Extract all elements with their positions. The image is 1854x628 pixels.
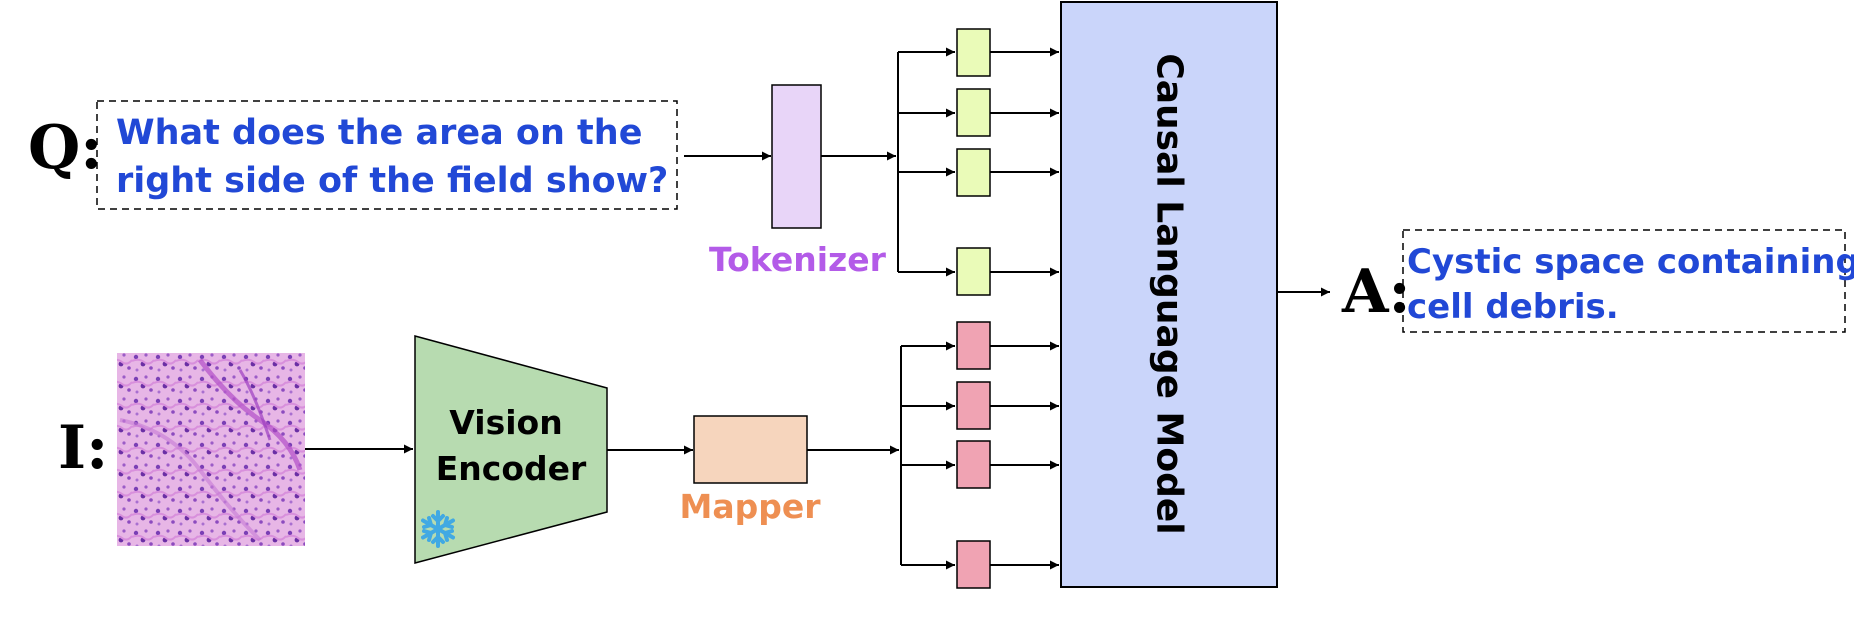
snowflake-icon [421, 510, 455, 548]
image-token [956, 440, 991, 489]
answer-line-1: Cystic space containing [1407, 242, 1854, 282]
vision-encoder-label-line-1: Vision [449, 403, 562, 442]
image-token [956, 321, 991, 370]
question-box [96, 100, 678, 210]
text-token [956, 28, 991, 77]
vision-encoder-block [414, 335, 608, 564]
text-token [956, 88, 991, 137]
image-token [956, 540, 991, 589]
text-token [956, 148, 991, 197]
causal-language-model-block [1060, 1, 1278, 588]
mapper-block [693, 415, 808, 484]
tokenizer-block [771, 84, 822, 229]
question-line-1: What does the area on the [116, 113, 642, 153]
histology-image [117, 353, 305, 546]
question-prefix: Q: [28, 113, 102, 183]
vision-encoder-label-line-2: Encoder [436, 449, 587, 488]
answer-box [1402, 229, 1846, 333]
answer-line-2: cell debris. [1407, 287, 1619, 327]
image-token [956, 381, 991, 430]
causal-language-model-label: Causal Language Model [1149, 53, 1190, 534]
tokenizer-label: Tokenizer [709, 240, 887, 279]
image-prefix: I: [58, 413, 108, 483]
text-token [956, 247, 991, 296]
answer-prefix: A: [1341, 257, 1411, 327]
mapper-label: Mapper [679, 487, 821, 526]
question-line-2: right side of the field show? [116, 161, 668, 201]
